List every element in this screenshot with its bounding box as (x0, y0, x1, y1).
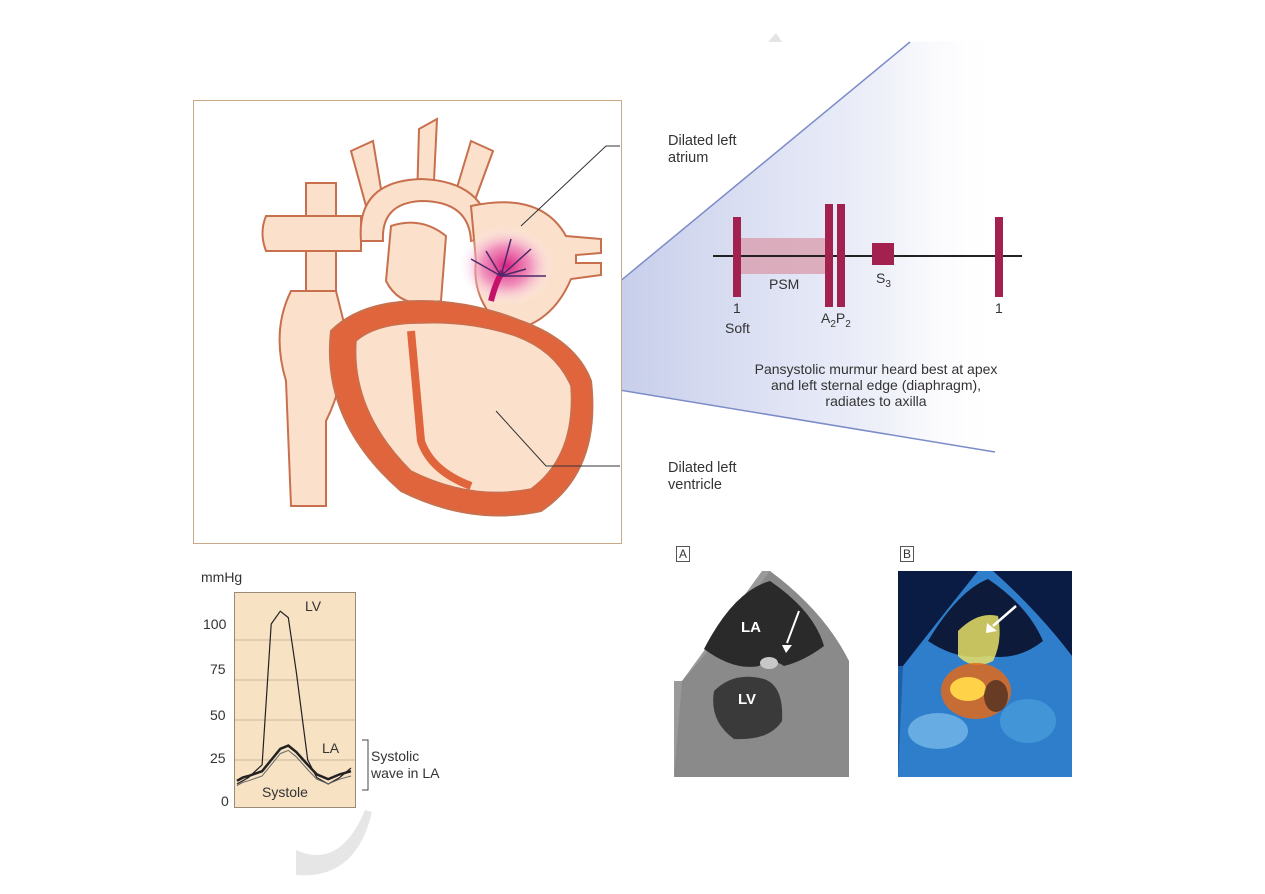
psm-label: PSM (769, 276, 800, 292)
systolic-wave-bracket (362, 739, 369, 791)
phonocardiogram (713, 204, 1022, 307)
label-line: Dilated left (668, 133, 737, 149)
series-line-la-shadow (236, 749, 352, 787)
p2-letter: P (835, 310, 846, 326)
echo-b-image (898, 571, 1072, 777)
next-s1-bar (995, 217, 1003, 297)
a2-bar (825, 204, 833, 307)
caption-line: radiates to axilla (825, 393, 927, 409)
s3-letter: S (876, 270, 886, 286)
watermark-arc (296, 810, 372, 876)
series-line-la (236, 744, 352, 782)
label-line: Dilated left (668, 460, 737, 476)
pressure-chart-svg (235, 610, 355, 787)
pressure-chart-plot (234, 592, 356, 808)
echocardiogram-b (898, 571, 1072, 777)
echo-a-lv-label: LV (738, 691, 757, 708)
series-label-lv: LV (305, 598, 322, 614)
annotation-line: Systolic (371, 748, 420, 764)
annotation-line: wave in LA (371, 765, 440, 781)
series-line-lv (236, 610, 352, 785)
label-line: ventricle (668, 477, 722, 493)
a2p2-label: A2P2 (821, 310, 851, 330)
series-label-la: LA (322, 740, 340, 756)
s1-label: 1 (733, 300, 741, 316)
systole-label: Systole (262, 784, 308, 800)
label-dilated-left-ventricle: Dilated left ventricle (668, 460, 737, 494)
caption-line: and left sternal edge (diaphragm), (770, 377, 982, 393)
a2-letter: A (821, 310, 831, 326)
s3-subscript: 3 (885, 278, 891, 290)
p2-subscript: 2 (845, 318, 851, 330)
panel-tag-b: B (900, 546, 914, 562)
s1-bar (733, 217, 741, 297)
y-tick-label: 0 (221, 793, 229, 809)
label-dilated-left-atrium: Dilated left atrium (668, 133, 737, 167)
next-s1-label: 1 (995, 300, 1003, 316)
y-tick-label: 100 (203, 616, 227, 632)
caption-line: Pansystolic murmur heard best at apex (754, 361, 998, 377)
y-tick-label: 25 (210, 750, 226, 766)
panel-tag-a: A (676, 546, 690, 562)
s3-label: S3 (876, 270, 891, 290)
y-axis-unit: mmHg (201, 569, 243, 585)
watermark-mark (768, 33, 782, 42)
systolic-wave-annotation: Systolic wave in LA (371, 748, 439, 782)
label-line: atrium (668, 150, 709, 166)
y-tick-label: 75 (210, 661, 226, 677)
heart-illustration (261, 117, 666, 517)
y-tick-label: 50 (210, 707, 226, 723)
a2-subscript: 2 (830, 318, 836, 330)
murmur-caption: Pansystolic murmur heard best at apex an… (716, 361, 1036, 409)
soft-label: Soft (725, 320, 750, 336)
heart-illustration-frame (193, 100, 666, 544)
p2-bar (837, 204, 845, 307)
echo-a-la-label: LA (741, 619, 761, 636)
echo-a-image (674, 571, 849, 777)
echocardiogram-a: LA LV (674, 571, 849, 777)
s3-block (872, 243, 894, 265)
